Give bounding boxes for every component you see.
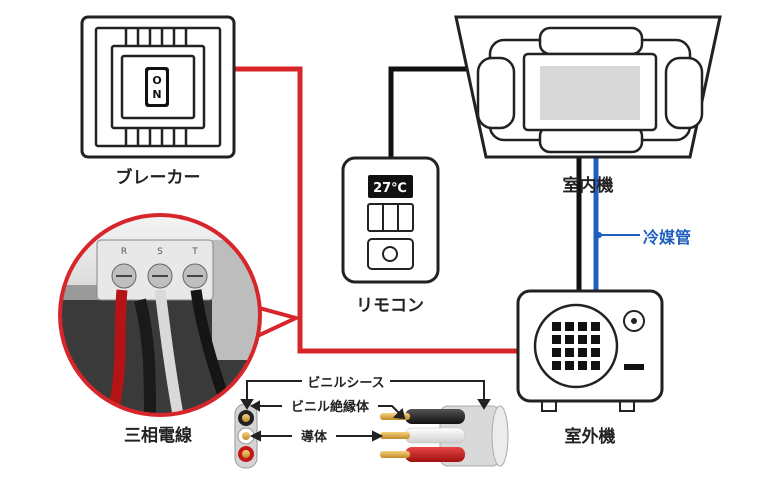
outdoor-unit-icon bbox=[516, 289, 664, 412]
fan-grille-cell bbox=[578, 335, 587, 344]
fan-grille-cell bbox=[565, 322, 574, 331]
sheath-callout bbox=[240, 380, 491, 410]
breaker-label: ブレーカー bbox=[116, 167, 201, 188]
terminal-label-r: R bbox=[121, 247, 127, 257]
indoor-unit-icon bbox=[454, 15, 722, 159]
fan-grille-cell bbox=[552, 335, 561, 344]
terminal-block-photo bbox=[58, 213, 298, 417]
remote-control-icon bbox=[341, 156, 440, 284]
remote-display-temperature: 27℃ bbox=[373, 181, 407, 196]
fan-grille-cell bbox=[578, 361, 587, 370]
fan-grille-cell bbox=[565, 335, 574, 344]
outdoor-unit-label: 室外機 bbox=[565, 426, 616, 447]
indoor-unit-label: 室内機 bbox=[563, 175, 614, 196]
breaker-icon bbox=[80, 15, 236, 159]
three-phase-wire-label: 三相電線 bbox=[124, 425, 192, 446]
breaker-switch-on-bottom: N bbox=[152, 88, 161, 101]
conductor-callout bbox=[249, 430, 384, 442]
terminal-label-s: S bbox=[157, 247, 163, 257]
signal-line bbox=[388, 66, 582, 292]
remote-label: リモコン bbox=[356, 296, 424, 316]
fan-grille-cell bbox=[591, 335, 600, 344]
fan-grille-cell bbox=[591, 322, 600, 331]
fan-grille-cell bbox=[552, 322, 561, 331]
fan-grille-cell bbox=[591, 348, 600, 357]
terminal-label-t: T bbox=[191, 247, 198, 257]
fan-grille-cell bbox=[578, 348, 587, 357]
vinyl-sheath-label: ビニルシース bbox=[307, 375, 384, 391]
cable-side-view bbox=[380, 405, 509, 467]
fan-grille-cell bbox=[565, 361, 574, 370]
fan-grille-cell bbox=[591, 361, 600, 370]
breaker-switch-on-top: O bbox=[152, 74, 161, 87]
fan-grille-cell bbox=[552, 348, 561, 357]
insulation-callout bbox=[249, 400, 406, 420]
refrigerant-pipe bbox=[593, 152, 640, 292]
conductor-label: 導体 bbox=[301, 429, 328, 445]
fan-grille-cell bbox=[578, 322, 587, 331]
fan-grille-cell bbox=[552, 361, 561, 370]
vinyl-insulation-label: ビニル絶縁体 bbox=[291, 399, 370, 415]
fan-grille-cell bbox=[565, 348, 574, 357]
power-line bbox=[234, 66, 520, 354]
cable-cross-section bbox=[234, 403, 258, 469]
refrigerant-pipe-label: 冷媒管 bbox=[643, 228, 691, 247]
